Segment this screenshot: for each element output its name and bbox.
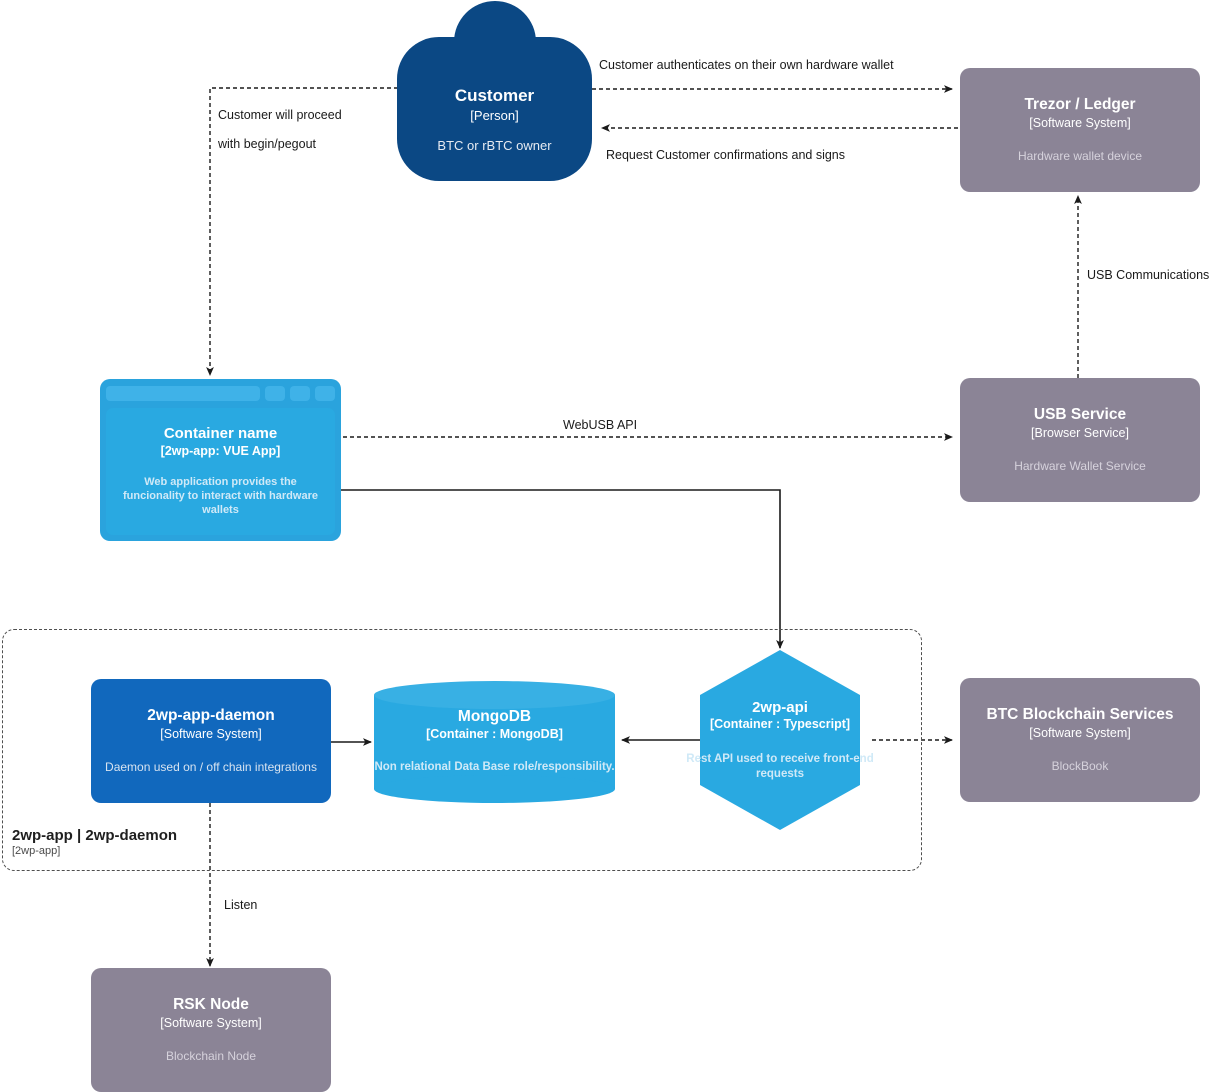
node-2wp-api-type: [Container : Typescript]	[709, 717, 851, 732]
node-trezor-ledger-type: [Software System]	[1029, 116, 1131, 131]
node-2wp-app-daemon[interactable]: 2wp-app-daemon [Software System] Daemon …	[91, 679, 331, 803]
boundary-title: 2wp-app | 2wp-daemon	[12, 827, 178, 844]
edge-label-webusb-api: WebUSB API	[563, 418, 638, 432]
browser-close-button[interactable]	[315, 386, 335, 401]
edge-label-customer-to-vue-app-line1: Customer will proceed	[218, 108, 342, 122]
node-vue-app-description: Web application provides the funcionalit…	[123, 475, 318, 517]
node-2wp-app-daemon-description: Daemon used on / off chain integrations	[105, 760, 317, 775]
cylinder-top	[374, 681, 615, 709]
node-2wp-api-description: Rest API used to receive front-end reque…	[686, 753, 874, 780]
edge-label-customer-to-trezor: Customer authenticates on their own hard…	[599, 58, 894, 72]
node-2wp-api-title: 2wp-api	[752, 698, 808, 716]
node-rsk-node-type: [Software System]	[160, 1016, 262, 1031]
node-btc-blockchain-services-type: [Software System]	[1029, 726, 1131, 741]
edge-label-usb-communications: USB Communications	[1087, 268, 1210, 282]
node-btc-blockchain-services[interactable]: BTC Blockchain Services [Software System…	[960, 678, 1200, 802]
node-vue-app-type: [2wp-app: VUE App]	[160, 443, 281, 458]
node-customer-title: Customer	[454, 86, 535, 106]
node-usb-service-title: USB Service	[1033, 405, 1127, 423]
boundary-subtitle: [2wp-app]	[12, 845, 61, 857]
node-2wp-api-content: 2wp-api [Container : Typescript] Rest AP…	[665, 650, 895, 830]
node-rsk-node-description: Blockchain Node	[165, 1049, 257, 1064]
node-2wp-app-daemon-type: [Software System]	[160, 727, 262, 742]
person-body: Customer [Person] BTC or rBTC owner	[397, 37, 592, 181]
node-rsk-node-title: RSK Node	[173, 995, 249, 1013]
node-2wp-app-daemon-title: 2wp-app-daemon	[147, 706, 275, 724]
node-usb-service-type: [Browser Service]	[1031, 426, 1129, 441]
node-mongodb-description: Non relational Data Base role/responsibi…	[374, 760, 615, 773]
node-vue-app[interactable]: Container name [2wp-app: VUE App] Web ap…	[100, 379, 341, 541]
boundary-2wp-app	[2, 629, 922, 871]
browser-maximize-button[interactable]	[290, 386, 310, 401]
boundary-label: 2wp-app | 2wp-daemon [2wp-app]	[12, 827, 177, 857]
hexagon-shape	[700, 650, 860, 830]
node-trezor-ledger-description: Hardware wallet device	[1017, 149, 1143, 164]
node-mongodb-title: MongoDB	[457, 707, 532, 725]
node-btc-blockchain-services-description: BlockBook	[1051, 759, 1109, 774]
edge-label-listen: Listen	[224, 898, 258, 912]
node-trezor-ledger-title: Trezor / Ledger	[1024, 95, 1136, 113]
browser-address-bar[interactable]	[106, 386, 260, 401]
cylinder-body	[374, 695, 615, 789]
edge-label-trezor-to-customer: Request Customer confirmations and signs	[606, 148, 846, 162]
node-mongodb-type: [Container : MongoDB]	[426, 726, 563, 741]
node-btc-blockchain-services-title: BTC Blockchain Services	[986, 705, 1174, 723]
node-usb-service-description: Hardware Wallet Service	[1014, 459, 1146, 474]
node-rsk-node[interactable]: RSK Node [Software System] Blockchain No…	[91, 968, 331, 1092]
node-usb-service[interactable]: USB Service [Browser Service] Hardware W…	[960, 378, 1200, 502]
node-customer-description: BTC or rBTC owner	[437, 137, 552, 153]
node-customer[interactable]: Customer [Person] BTC or rBTC owner	[397, 1, 592, 181]
node-customer-type: [Person]	[470, 108, 519, 124]
browser-viewport: Container name [2wp-app: VUE App] Web ap…	[106, 408, 335, 535]
browser-minimize-button[interactable]	[265, 386, 285, 401]
node-2wp-api[interactable]: 2wp-api [Container : Typescript] Rest AP…	[686, 650, 874, 830]
edge-vue-app-to-api	[341, 489, 784, 649]
node-mongodb-content: MongoDB [Container : MongoDB] Non relati…	[374, 681, 615, 801]
browser-title-bar	[106, 385, 335, 402]
edge-customer-to-vue-app	[206, 87, 398, 376]
node-trezor-ledger[interactable]: Trezor / Ledger [Software System] Hardwa…	[960, 68, 1200, 192]
edge-label-customer-to-vue-app-line2: with begin/pegout	[218, 137, 316, 151]
node-mongodb[interactable]: MongoDB [Container : MongoDB] Non relati…	[374, 681, 615, 803]
cylinder-bottom	[374, 775, 615, 803]
node-vue-app-title: Container name	[163, 425, 278, 443]
